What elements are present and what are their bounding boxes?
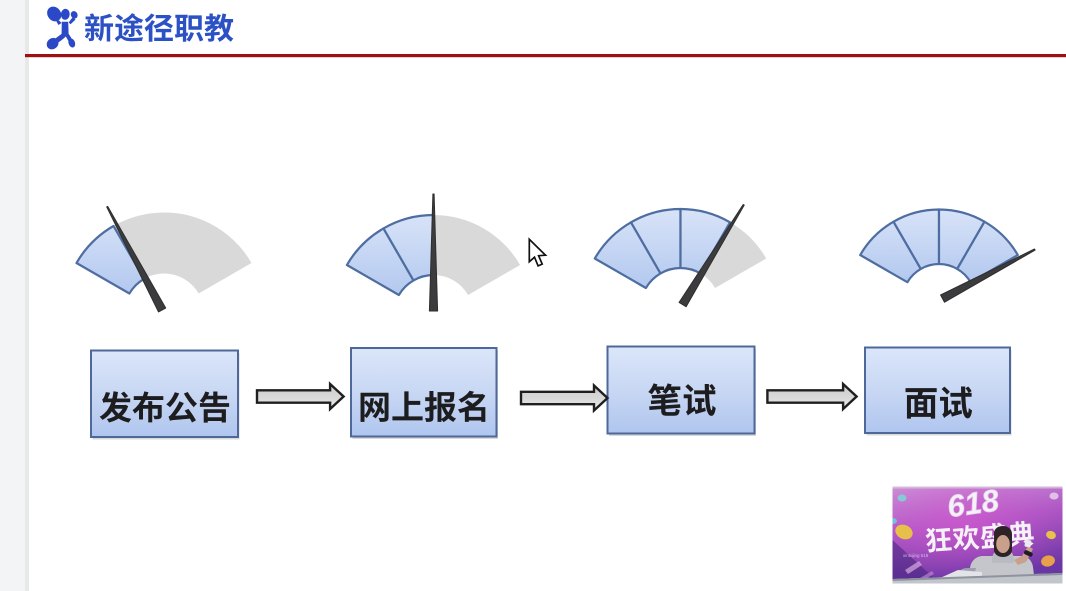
svg-text:618: 618 bbox=[945, 482, 1002, 524]
svg-text:xintujing 618: xintujing 618 bbox=[903, 553, 929, 558]
